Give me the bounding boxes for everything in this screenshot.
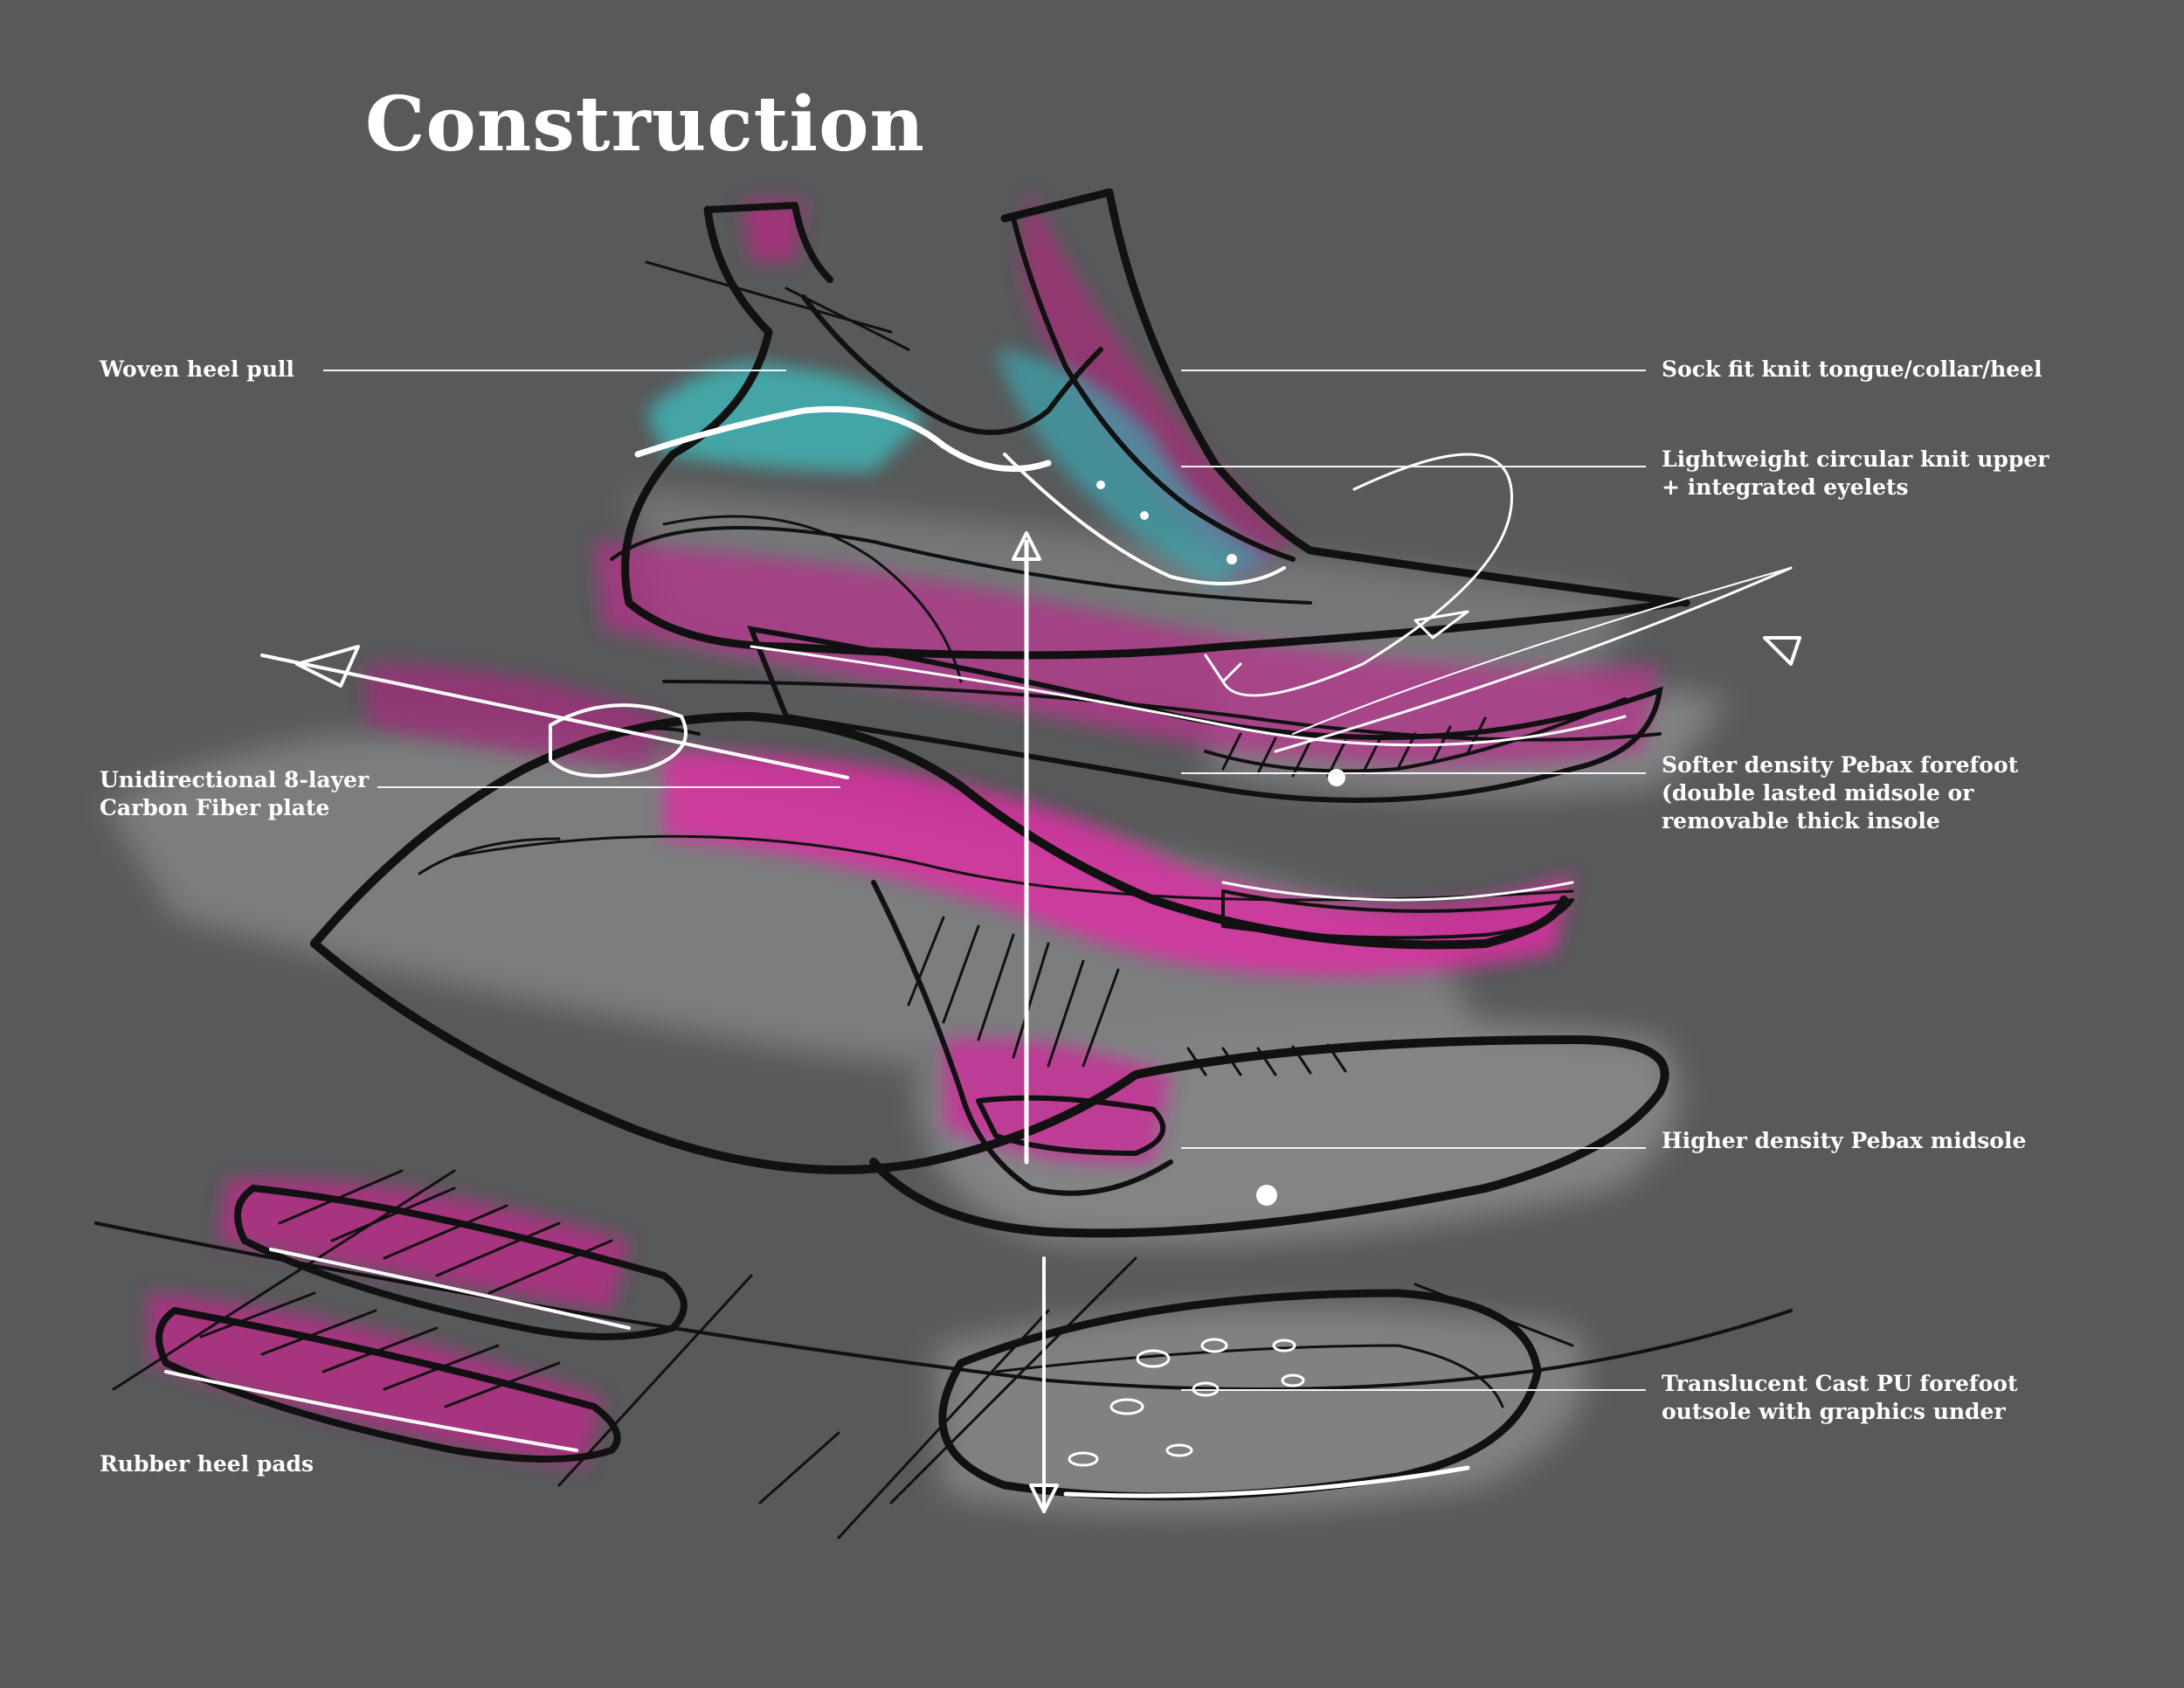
page-title: Construction xyxy=(365,80,925,169)
callout-line: Softer density Pebax forefoot xyxy=(1662,752,2019,778)
leader-line-heel-pull xyxy=(323,370,786,371)
leader-line-sock-fit xyxy=(1181,370,1646,371)
callout-line: Carbon Fiber plate xyxy=(100,795,330,820)
callout-line: Unidirectional 8-layer xyxy=(100,767,370,792)
teal-accents xyxy=(646,349,1275,585)
callout-higher-density-midsole: Higher density Pebax midsole xyxy=(1662,1127,2026,1155)
callout-line: Translucent Cast PU forefoot xyxy=(1662,1371,2018,1396)
outsole-linework xyxy=(837,1256,1574,1539)
callout-circular-knit-upper: Lightweight circular knit upper + integr… xyxy=(1662,446,2049,502)
leader-line-knit-upper xyxy=(1181,466,1646,467)
callout-softer-pebax-forefoot: Softer density Pebax forefoot (double la… xyxy=(1662,751,2018,835)
callout-line: outsole with graphics under xyxy=(1662,1399,2006,1424)
upper-linework xyxy=(610,188,1690,742)
callout-line: Rubber heel pads xyxy=(100,1451,314,1477)
callout-carbon-fiber-plate: Unidirectional 8-layer Carbon Fiber plat… xyxy=(100,766,369,822)
leader-line-carbon-plate xyxy=(377,786,840,788)
leader-line-midsole-pebax xyxy=(1181,1147,1646,1149)
callout-line: + integrated eyelets xyxy=(1662,474,1909,500)
heel-pads-linework xyxy=(94,1169,1793,1505)
white-highlight-strokes xyxy=(164,405,1801,1513)
callout-line: (double lasted midsole or xyxy=(1662,780,1974,806)
callout-rubber-heel-pads: Rubber heel pads xyxy=(100,1450,314,1478)
callout-line: Higher density Pebax midsole xyxy=(1662,1128,2027,1153)
forefoot-insole-linework xyxy=(747,626,1663,803)
leader-line-outsole xyxy=(1181,1389,1646,1391)
leader-line-forefoot-pebax xyxy=(1181,772,1646,774)
callout-translucent-pu-outsole: Translucent Cast PU forefoot outsole wit… xyxy=(1662,1370,2018,1426)
midsole-linework xyxy=(310,712,1669,1238)
callout-woven-heel-pull: Woven heel pull xyxy=(100,356,294,384)
callout-line: Sock fit knit tongue/collar/heel xyxy=(1662,356,2042,382)
callout-sock-fit-knit: Sock fit knit tongue/collar/heel xyxy=(1662,356,2042,384)
callout-line: removable thick insole xyxy=(1662,808,1940,834)
callout-line: Lightweight circular knit upper xyxy=(1662,446,2049,472)
callout-line: Woven heel pull xyxy=(100,356,294,382)
